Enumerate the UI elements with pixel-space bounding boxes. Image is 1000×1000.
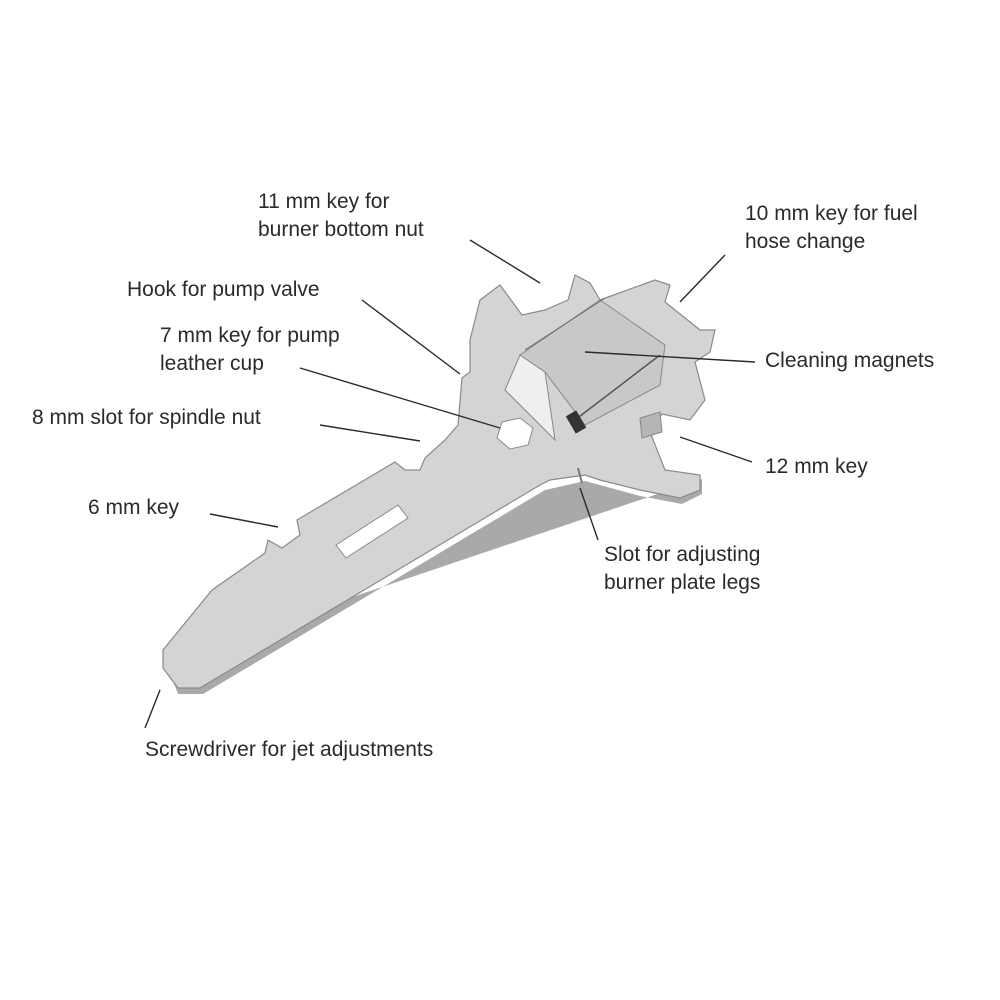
magnet-top [519,299,666,426]
leader-slot8 [319,424,421,442]
leader-screwdriver [144,689,161,729]
magnet-end-cap [565,410,587,434]
label-line: burner plate legs [604,571,761,594]
label-line: 10 mm key for fuel [745,202,918,225]
cleaning-magnets-block [504,297,666,442]
oblong-slot [335,504,409,559]
label-slot-legs: Slot for adjusting burner plate legs [604,541,760,597]
leader-lines [144,239,756,729]
leader-key10 [679,254,726,303]
label-key-11mm: 11 mm key for burner bottom nut [258,188,424,244]
label-slot-8mm: 8 mm slot for spindle nut [32,406,261,429]
magnet-edge [524,297,606,351]
label-key-12mm: 12 mm key [765,455,868,478]
hex-key-hole [496,417,534,450]
leader-key11 [469,239,541,284]
leader-key12 [679,436,753,463]
label-line: 11 mm key for [258,190,390,213]
leader-hook [361,299,461,375]
label-screwdriver: Screwdriver for jet adjustments [145,738,434,761]
key-12mm-block [639,411,663,439]
label-key-10mm: 10 mm key for fuel hose change [745,200,918,256]
label-line: leather cup [160,352,264,375]
label-line: burner bottom nut [258,218,424,241]
label-key-6mm: 6 mm key [88,496,180,519]
label-line: hose change [745,230,866,253]
leg-adjust-slot [577,467,583,484]
label-cleaning-magnets: Cleaning magnets [765,349,935,372]
leader-key7 [299,367,501,429]
leader-slot-legs [579,487,599,541]
label-key-7mm: 7 mm key for pump leather cup [160,322,340,378]
leader-key6 [209,513,279,528]
label-line: 7 mm key for pump [160,324,340,347]
magnet-edge [574,354,661,421]
label-hook: Hook for pump valve [127,278,320,301]
label-line: Slot for adjusting [604,543,761,566]
leader-magnets [584,351,756,363]
